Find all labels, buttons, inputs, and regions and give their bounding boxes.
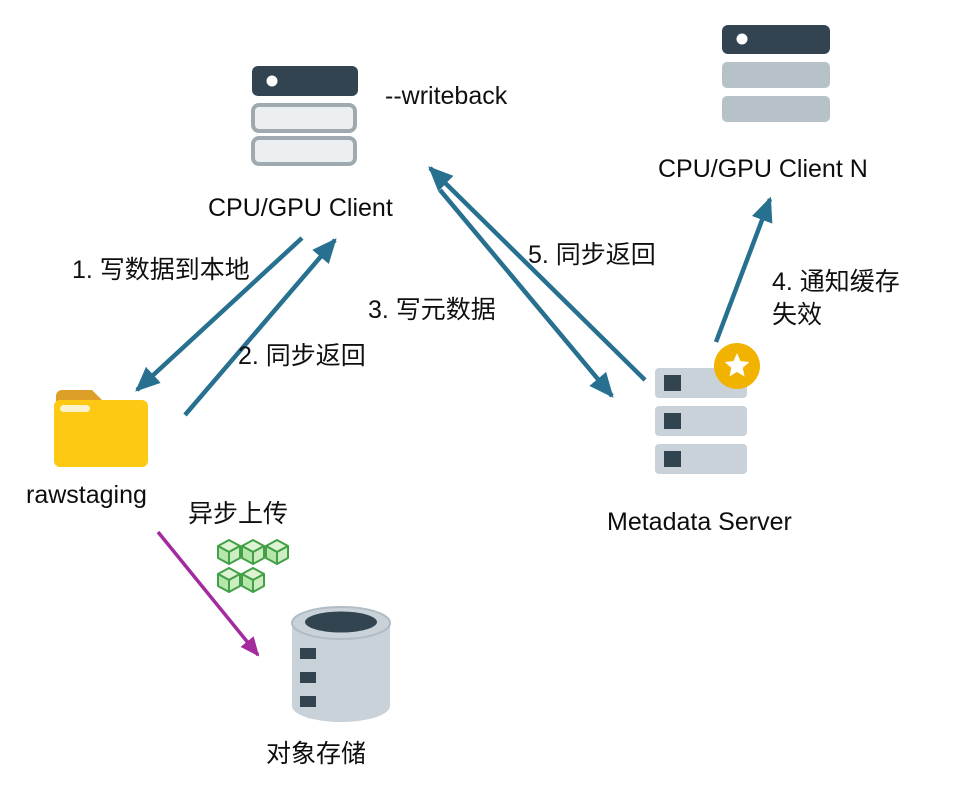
cube [241,539,265,565]
writeback-label: --writeback [385,82,508,110]
server-bar [722,62,830,88]
arrow-step3-write-metadata [438,188,614,398]
cube [217,539,241,565]
edge-label-step2: 2. 同步返回 [238,342,366,370]
node-label-object-storage: 对象存储 [266,740,367,768]
node-label-cpu-gpu-client: CPU/GPU Client [208,194,393,222]
server-led-dot [266,75,278,87]
server-led-dot [736,33,748,45]
folder-paper-notch [60,405,90,412]
server-rack-icon-metadata [655,343,760,474]
server-bar [722,96,830,122]
cylinder-slot [300,648,316,659]
arrow-step5-sync-return [428,166,647,382]
folder-tab [56,390,104,402]
node-label-cpu-gpu-client-n: CPU/GPU Client N [658,155,868,183]
server-bar [251,103,357,133]
cubes-icon [217,539,289,593]
server-icon-client [251,66,358,166]
edge-label-step1: 1. 写数据到本地 [72,256,250,284]
server-icon-client-n [722,25,830,122]
folder-icon [54,390,148,467]
cylinder-slot [300,672,316,683]
server-bar [251,136,357,166]
arrows-layer [135,166,773,657]
rack-slot [664,413,681,429]
star-icon [724,353,750,377]
cube [217,567,241,593]
edge-label-step3: 3. 写元数据 [368,296,496,324]
cylinder-body [292,623,390,722]
node-label-metadata-server: Metadata Server [607,508,792,536]
server-top-panel [252,66,358,96]
edge-label-step4: 4. 通知缓存失效 [772,268,900,329]
edge-label-step5: 5. 同步返回 [528,241,656,269]
server-top-panel [722,25,830,54]
cylinder-slot [300,696,316,707]
cube [241,567,265,593]
arrow-step1-write-local [135,236,304,392]
rack-slot [664,451,681,467]
folder-body [54,400,148,467]
arrow-step4-cache-invalidate [713,196,773,343]
arrow-async-upload [156,530,260,657]
rack-slot [664,375,681,391]
database-icon [291,606,391,722]
arrow-step2-sync-return [183,238,337,417]
cylinder-opening [305,611,377,633]
edge-label-async-upload: 异步上传 [188,500,289,528]
cube [265,539,289,565]
node-label-rawstaging: rawstaging [26,481,147,509]
